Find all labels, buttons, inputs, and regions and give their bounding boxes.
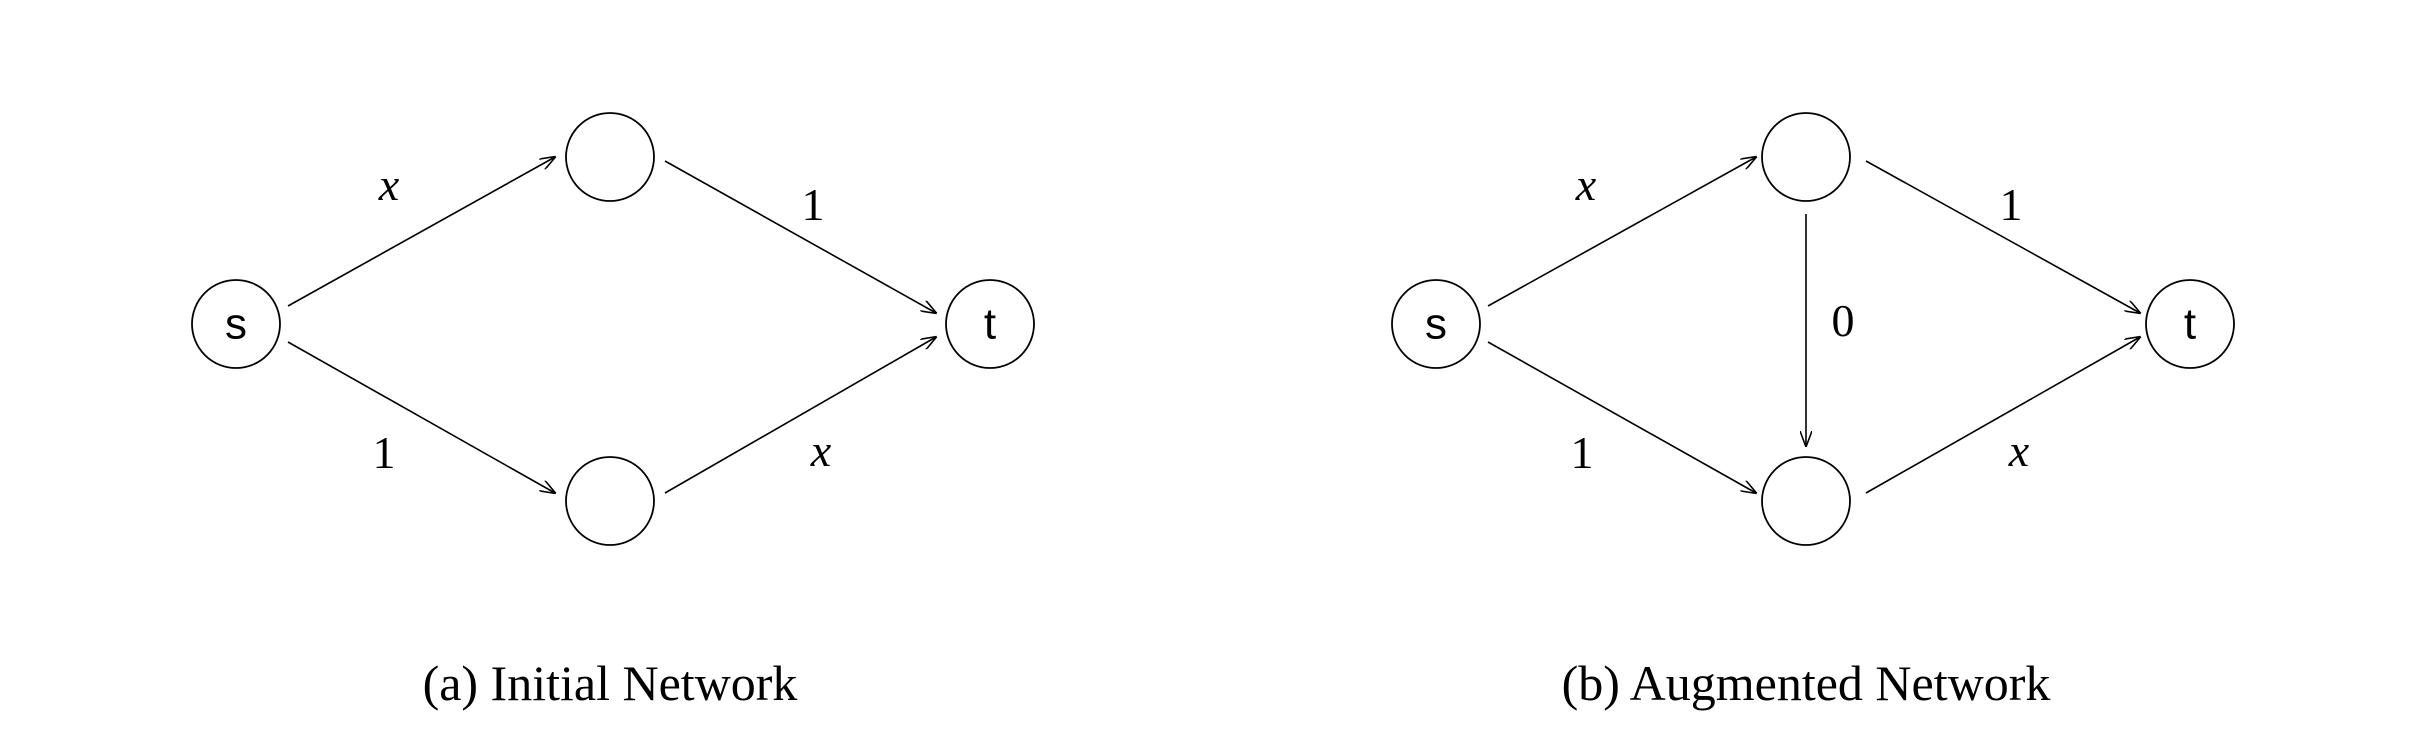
node-b-sink	[2145, 279, 2235, 369]
caption-a: (a) Initial Network	[423, 655, 798, 711]
node-a-sink-label: t	[984, 300, 996, 349]
node-a-sink	[945, 279, 1035, 369]
caption-b: (b) Augmented Network	[1562, 655, 2051, 711]
weight-b-bottom-t: x	[2008, 425, 2030, 476]
node-a-source	[191, 279, 281, 369]
node-b-top	[1761, 112, 1851, 202]
edge-a-top-t	[664, 160, 936, 313]
node-a-source-label: s	[225, 300, 247, 349]
node-b-sink-label: t	[2184, 300, 2196, 349]
weight-b-s-bottom: 1	[1571, 427, 1594, 478]
node-b-bottom	[1761, 456, 1851, 546]
weight-b-s-top: x	[1575, 159, 1597, 210]
edge-a-s-top	[287, 157, 555, 307]
weight-b-top-bottom: 0	[1832, 295, 1855, 346]
node-b-source-label: s	[1425, 300, 1447, 349]
edge-a-s-bottom	[287, 341, 555, 493]
panel-a: s t x 1 1 x (a) Initial Network	[191, 112, 1035, 711]
edge-a-bottom-t	[664, 337, 936, 494]
node-b-source	[1391, 279, 1481, 369]
edge-b-bottom-t	[1865, 337, 2140, 494]
weight-a-top-t: 1	[802, 179, 825, 230]
panel-b: s t x 1 1 x 0 (b) Augmented Network	[1391, 112, 2235, 711]
edge-b-s-top	[1487, 157, 1756, 307]
edge-b-top-t	[1865, 160, 2140, 313]
weight-a-bottom-t: x	[810, 425, 832, 476]
node-a-bottom	[565, 456, 655, 546]
weight-a-s-bottom: 1	[373, 427, 396, 478]
weight-b-top-t: 1	[2000, 179, 2023, 230]
weight-a-s-top: x	[378, 159, 400, 210]
edge-b-s-bottom	[1487, 341, 1756, 493]
node-a-top	[565, 112, 655, 202]
